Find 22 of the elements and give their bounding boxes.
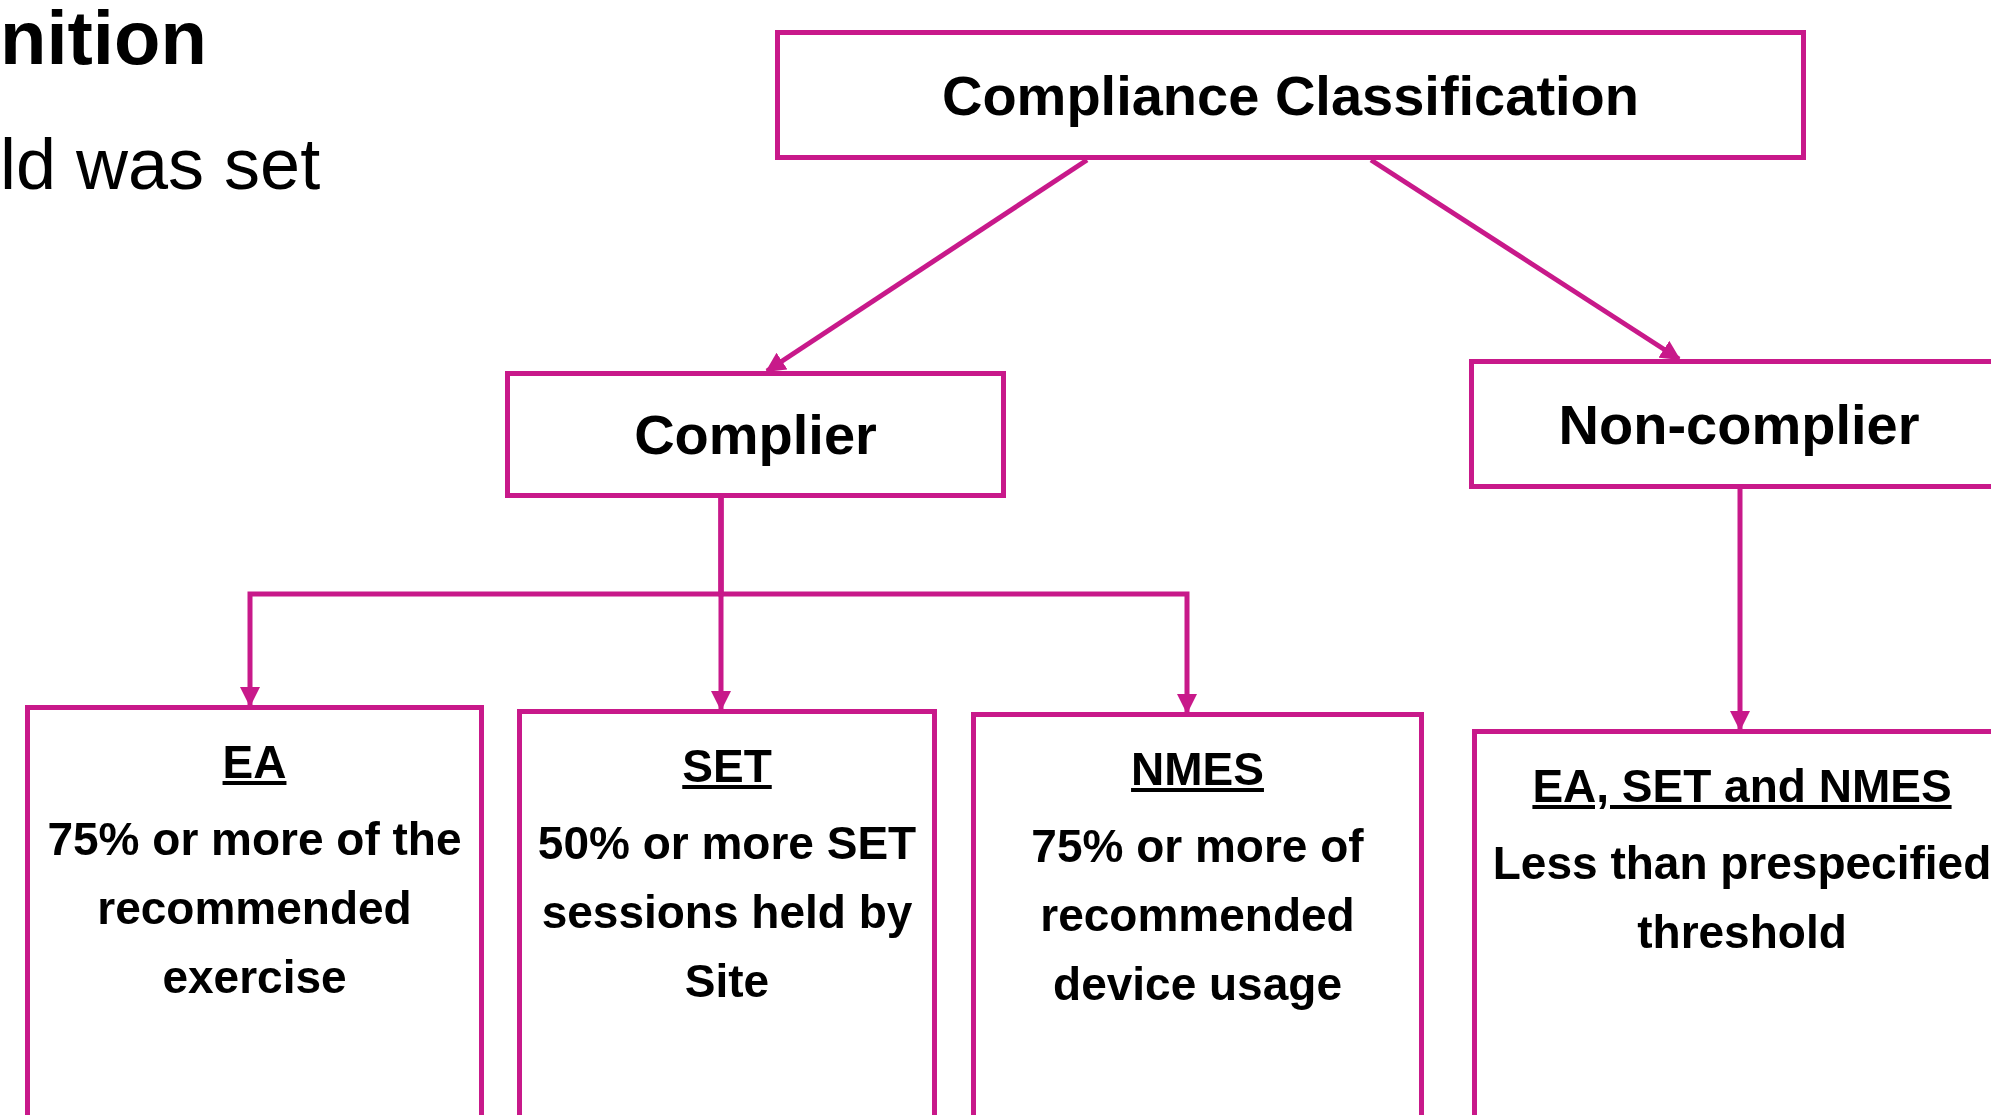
box-heading: NMES	[1131, 742, 1264, 797]
classification-box	[1469, 359, 1991, 489]
box-description: 75% or more of recommended device usage	[1030, 819, 1365, 1012]
classification-box	[505, 371, 1006, 498]
box-heading: EA	[222, 735, 287, 790]
slide-text: ld was set	[0, 128, 321, 200]
box-heading: EA, SET and NMES	[1532, 759, 1952, 814]
classification-box	[25, 705, 484, 1115]
slide-title: nition	[0, 0, 207, 76]
box-description: 75% or more of the recommended exercise	[46, 812, 463, 1005]
box-description: 50% or more SET sessions held by Site	[536, 816, 918, 1009]
classification-box	[517, 709, 937, 1115]
box-title: Compliance Classification	[941, 62, 1640, 128]
arrow	[718, 498, 1197, 714]
box-title: Complier	[634, 402, 877, 467]
classification-box	[775, 30, 1806, 160]
classification-box	[971, 712, 1424, 1115]
classification-box	[1472, 729, 1991, 1115]
arrow	[1730, 489, 1750, 731]
box-heading: SET	[682, 739, 772, 794]
box-title: Non-complier	[1558, 391, 1920, 457]
box-description: Less than prespecified threshold	[1491, 836, 1991, 960]
